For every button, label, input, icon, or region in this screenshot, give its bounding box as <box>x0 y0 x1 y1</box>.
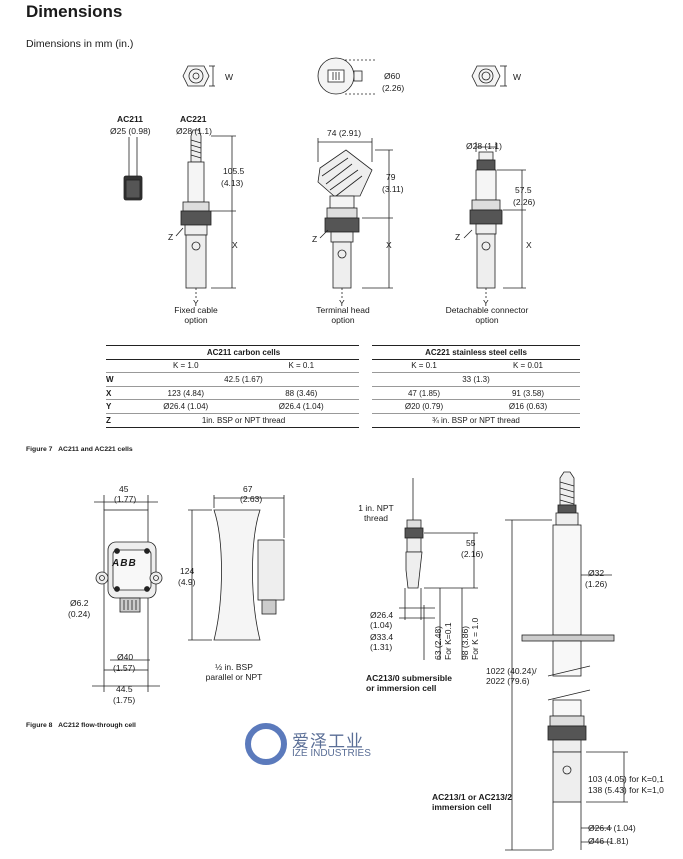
dim-79-in: (3.11) <box>382 184 404 194</box>
dim-w-label: W <box>225 72 234 82</box>
row-label: X <box>106 386 128 401</box>
dim-105: 105.5 <box>223 166 245 176</box>
table-ac221-header: AC221 stainless steel cells <box>372 345 580 360</box>
dim-67: 67 <box>243 484 253 494</box>
dim-445-in: (1.75) <box>113 695 136 705</box>
dim-d264-in: (1.04) <box>370 620 393 630</box>
dim-z-left: Z <box>168 232 174 242</box>
dim-445: 44.5 <box>116 684 133 694</box>
dim-z-mid: Z <box>312 234 318 244</box>
dim-d264: Ø26.4 <box>370 610 394 620</box>
dim-d40: Ø40 <box>117 652 134 662</box>
dim-124-in: (4.9) <box>178 577 196 587</box>
dim-79: 79 <box>386 172 396 182</box>
table-cell: 47 (1.85) <box>372 386 476 401</box>
page-title: Dimensions <box>26 2 123 21</box>
dim-98: 98 (3.86) <box>460 625 470 660</box>
dim-d60-in: (2.26) <box>382 83 405 93</box>
row-label: W <box>106 372 128 387</box>
table-cell: Ø20 (0.79) <box>372 399 476 414</box>
dim-d28: Ø28 (1.1) <box>466 141 502 151</box>
figure-7-drawing <box>123 57 526 298</box>
dim-63-k: For K=0.1 <box>443 622 453 660</box>
table-cell: 91 (3.58) <box>476 386 580 401</box>
dim-d32: Ø32 <box>588 568 605 578</box>
dim-x-left: X <box>232 240 238 250</box>
k-label: K = 0.1 <box>372 359 476 374</box>
dim-d334: Ø33.4 <box>370 632 394 642</box>
dim-45: 45 <box>119 484 129 494</box>
table-ac211-header: AC211 carbon cells <box>128 345 359 360</box>
dim-575: 57.5 <box>515 185 532 195</box>
dim-length: 1022 (40.24)/2022 (79.6) <box>486 666 537 686</box>
dim-y-right: Y <box>483 298 489 308</box>
table-cell: 123 (4.84) <box>128 386 244 401</box>
dim-74: 74 (2.91) <box>327 128 362 138</box>
table-cell: 88 (3.46) <box>243 386 359 401</box>
dim-d60: Ø60 <box>384 71 401 81</box>
dim-x-mid: X <box>386 240 392 250</box>
ac221-diameter: Ø28 (1.1) <box>176 126 212 136</box>
dim-63: 63 (2.48) <box>433 625 443 660</box>
dim-z-right: Z <box>455 232 461 242</box>
k-label: K = 1.0 <box>128 359 244 374</box>
dim-d62-in: (0.24) <box>68 609 91 619</box>
table-cell: ¾ in. BSP or NPT thread <box>372 413 580 428</box>
table-cell: 33 (1.3) <box>372 372 580 387</box>
dim-d334-in: (1.31) <box>370 642 393 652</box>
units-note: Dimensions in mm (in.) <box>26 38 134 50</box>
table-cell: Ø26.4 (1.04) <box>128 399 244 414</box>
dim-d32-in: (1.26) <box>585 579 608 589</box>
watermark-cn: 爱泽工业 <box>292 732 364 752</box>
dim-55-in: (2.16) <box>461 549 484 559</box>
dim-105-in: (4.13) <box>221 178 244 188</box>
dim-x-right: X <box>526 240 532 250</box>
table-cell: 42.5 (1.67) <box>128 372 359 387</box>
row-label: Z <box>106 413 128 428</box>
table-cell: Ø16 (0.63) <box>476 399 580 414</box>
watermark-logo-icon <box>245 723 287 765</box>
dim-b264: Ø26.4 (1.04) <box>588 823 636 833</box>
abb-logo: ABB <box>112 558 137 569</box>
watermark-en: IZE INDUSTRIES <box>292 748 371 759</box>
dim-b46: Ø46 (1.81) <box>588 836 629 846</box>
dim-d40-in: (1.57) <box>113 663 136 673</box>
figure-7-caption: Figure 7 AC211 and AC221 cells <box>26 446 133 453</box>
dim-w-right: W <box>513 72 522 82</box>
dim-124: 124 <box>180 566 195 576</box>
dim-67-in: (2.63) <box>240 494 263 504</box>
ac221-name: AC221 <box>180 114 207 124</box>
dim-y-left: Y <box>193 298 199 308</box>
dim-98-k: For K = 1.0 <box>470 617 480 660</box>
dim-d62: Ø6.2 <box>70 598 89 608</box>
dim-55: 55 <box>466 538 476 548</box>
dim-103: 103 (4.05) for K=0,1 <box>588 774 664 784</box>
figure-8-caption: Figure 8 AC212 flow-through cell <box>26 722 136 729</box>
dim-575-in: (2.26) <box>513 197 536 207</box>
dim-138: 138 (5.43) for K=1,0 <box>588 785 664 795</box>
dim-y-mid: Y <box>339 298 345 308</box>
table-cell: Ø26.4 (1.04) <box>243 399 359 414</box>
k-label: K = 0.1 <box>243 359 359 374</box>
dim-45-in: (1.77) <box>114 494 137 504</box>
table-cell: 1in. BSP or NPT thread <box>128 413 359 428</box>
ac211-name: AC211 <box>117 114 143 124</box>
k-label: K = 0.01 <box>476 359 580 374</box>
row-label: Y <box>106 399 128 414</box>
ac211-diameter: Ø25 (0.98) <box>110 126 151 136</box>
